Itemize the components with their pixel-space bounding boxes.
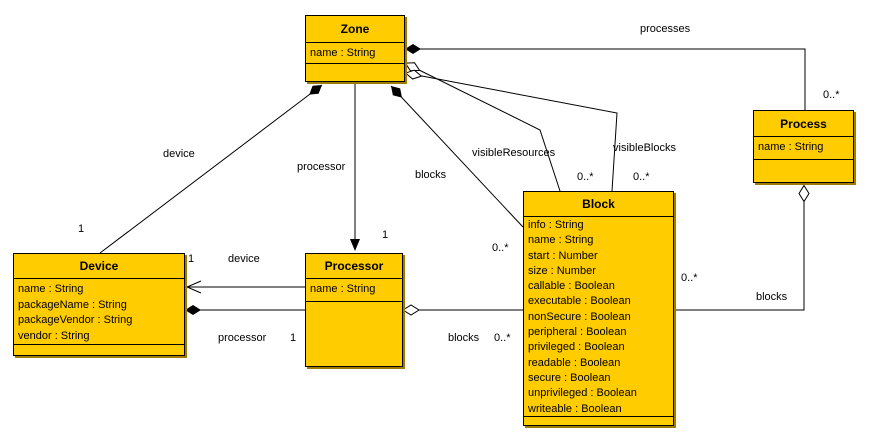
composition-diamond-device-processor <box>185 305 201 315</box>
edge-zone-device <box>99 84 323 254</box>
edge-zone-visibleresources-block <box>406 63 561 192</box>
multiplicity-processor-blocks: 0..* <box>494 332 511 344</box>
label-processes: processes <box>640 23 691 35</box>
label-zone-blocks: blocks <box>415 169 447 181</box>
edge-zone-processes-process <box>405 48 806 110</box>
attribute-row: packageVendor : String <box>18 314 133 326</box>
composition-diamond-zone-processes <box>405 44 421 54</box>
label-zone-device: device <box>163 148 195 160</box>
multiplicity-process-blocks: 0..* <box>681 272 698 284</box>
class-processor-operations <box>306 302 402 367</box>
class-block-attributes: info : String name : String start : Number… <box>524 217 673 417</box>
label-process-blocks: blocks <box>756 291 788 303</box>
multiplicity-processor-device: 1 <box>188 253 195 265</box>
edge-zone-blocks-block <box>390 85 524 228</box>
attribute-row: name : String <box>528 234 594 247</box>
composition-diamond-zone-blocks <box>391 85 402 98</box>
label-device-processor: processor <box>218 332 267 344</box>
attribute-row: name : String <box>310 283 376 295</box>
edge-process-blocks-block <box>673 187 805 311</box>
class-block-operations <box>524 417 673 425</box>
class-block: Block info : String name : String start : … <box>523 191 674 426</box>
multiplicity-device-processor: 1 <box>290 332 297 344</box>
multiplicity-processes: 0..* <box>823 89 840 101</box>
class-zone-operations <box>306 64 404 82</box>
class-device: Device name : String packageName : String… <box>13 253 185 356</box>
class-zone: Zone name : String <box>305 15 405 82</box>
label-zone-processor: processor <box>297 161 346 173</box>
label-processor-blocks: blocks <box>448 332 480 344</box>
class-device-operations <box>14 345 184 354</box>
attribute-row: secure : Boolean <box>528 371 611 384</box>
multiplicity-visible-blocks: 0..* <box>633 171 650 183</box>
attribute-row: writeable : Boolean <box>528 402 622 415</box>
attribute-row: size : Number <box>528 264 596 277</box>
edge-zone-visibleblocks-block <box>405 72 618 192</box>
multiplicity-zone-processor: 1 <box>382 229 389 241</box>
attribute-row: peripheral : Boolean <box>528 326 627 339</box>
class-device-attributes: name : String packageName : String package… <box>14 279 184 345</box>
class-process-attributes: name : String <box>754 137 853 160</box>
attribute-row: info : String <box>528 219 584 231</box>
attribute-row: executable : Boolean <box>528 295 631 308</box>
aggregation-diamond-zone-visibleresources <box>404 62 421 72</box>
attribute-row: nonSecure : Boolean <box>528 310 631 323</box>
class-process: Process name : String <box>753 110 854 183</box>
class-zone-attributes: name : String <box>306 43 404 64</box>
attribute-row: name : String <box>18 283 84 295</box>
attribute-row: packageName : String <box>18 298 127 311</box>
aggregation-diamond-processor-blocks <box>402 304 420 316</box>
solid-arrowhead-processor <box>350 239 360 251</box>
multiplicity-visible-resources: 0..* <box>577 171 594 183</box>
class-process-operations <box>754 160 853 183</box>
aggregation-diamond-zone-visibleblocks <box>404 69 423 80</box>
open-arrowhead-device <box>185 280 202 294</box>
aggregation-diamond-process-blocks <box>798 184 810 203</box>
attribute-row: privileged : Boolean <box>528 341 625 354</box>
composition-diamond-zone-device <box>309 84 322 95</box>
attribute-row: vendor : String <box>18 329 90 342</box>
class-zone-title: Zone <box>306 16 404 43</box>
class-processor-title: Processor <box>306 254 402 279</box>
class-processor-attributes: name : String <box>306 279 402 302</box>
attribute-row: unprivileged : Boolean <box>528 387 637 400</box>
attribute-row: start : Number <box>528 249 598 262</box>
label-visible-resources: visibleResources <box>472 147 556 159</box>
label-processor-device: device <box>228 253 260 265</box>
class-block-title: Block <box>524 192 673 217</box>
class-device-title: Device <box>14 254 184 279</box>
multiplicity-zone-blocks: 0..* <box>492 242 509 254</box>
class-processor: Processor name : String <box>305 253 403 367</box>
attribute-row: name : String <box>310 47 376 59</box>
multiplicity-zone-device: 1 <box>78 223 85 235</box>
class-process-title: Process <box>754 111 853 137</box>
label-visible-blocks: visibleBlocks <box>613 142 676 154</box>
attribute-row: callable : Boolean <box>528 280 615 293</box>
attribute-row: name : String <box>758 141 824 153</box>
attribute-row: readable : Boolean <box>528 356 621 369</box>
